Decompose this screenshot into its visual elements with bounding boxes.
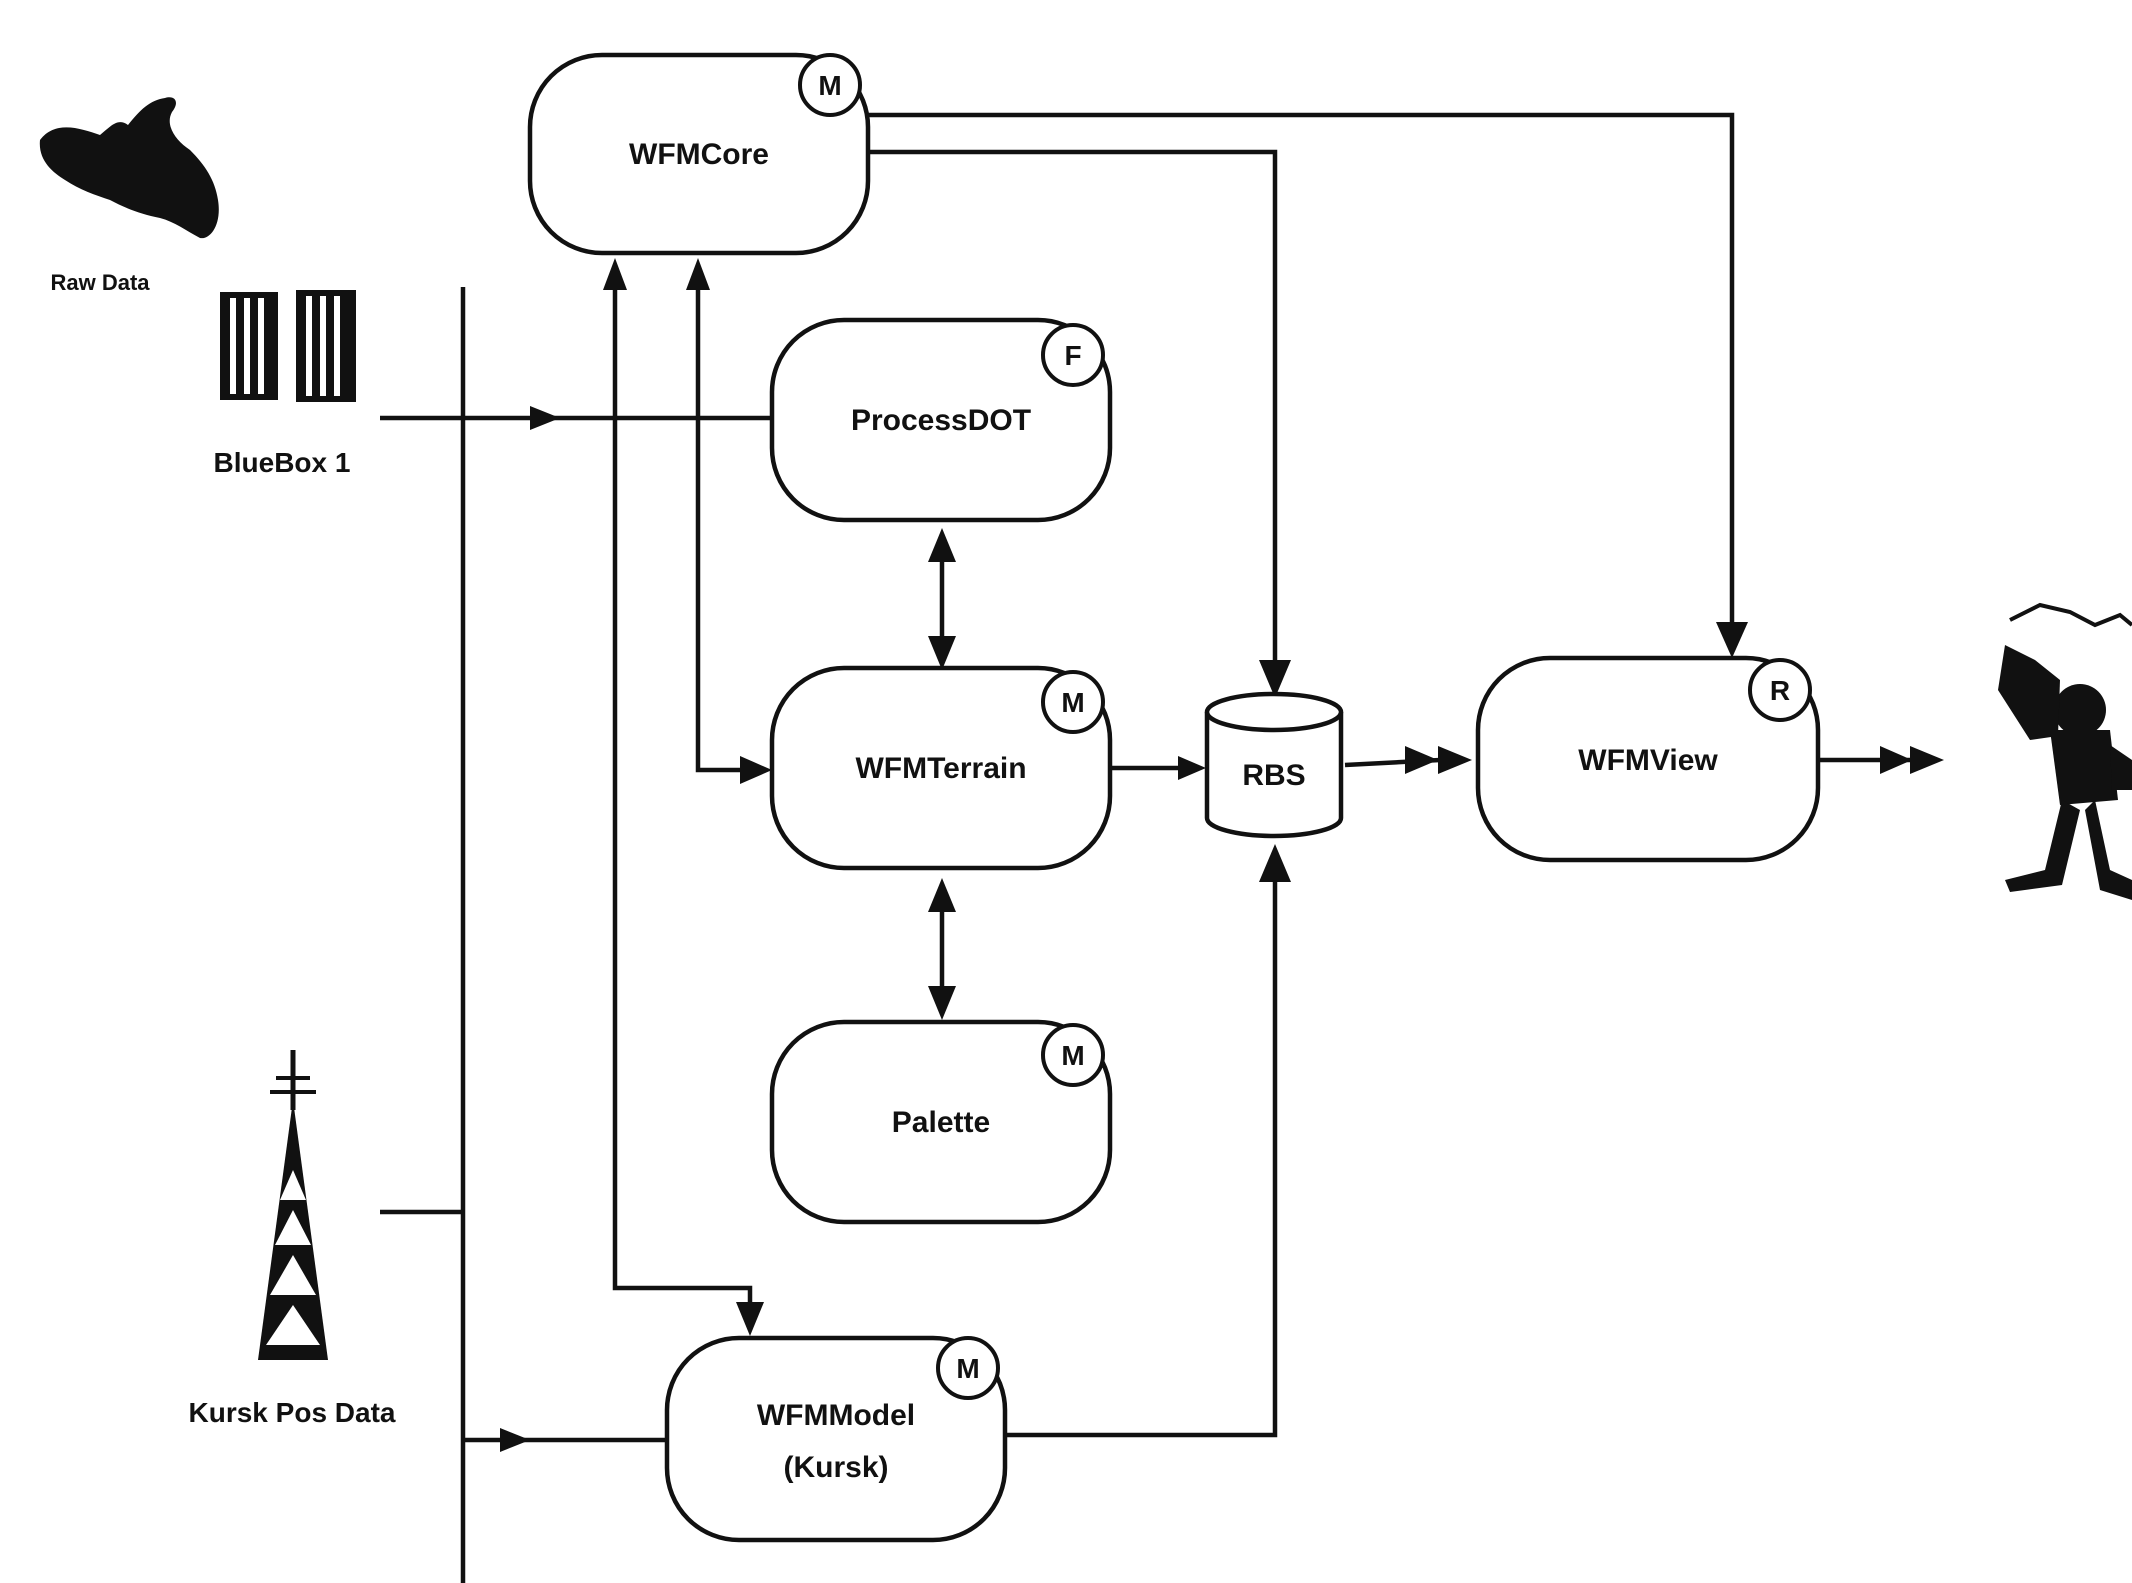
edge-wfmview-user-arrowhead-1 (1880, 746, 1912, 774)
user-figure-icon (1998, 605, 2132, 900)
node-palette-badge-label: M (1061, 1040, 1084, 1071)
edge-wfmcore-wfmterrain-arrowhead-right (740, 756, 772, 784)
radio-tower-icon (258, 1050, 328, 1360)
node-processdot-label: ProcessDOT (851, 404, 1031, 437)
node-rbs-label: RBS (1242, 759, 1305, 792)
node-wfmview: WFMView R (1478, 658, 1818, 860)
map-blob-icon (40, 97, 219, 238)
node-wfmterrain: WFMTerrain M (772, 668, 1110, 868)
node-processdot-badge-label: F (1064, 340, 1081, 371)
node-palette: Palette M (772, 1022, 1110, 1222)
edge-wfmterrain-rbs-arrowhead (1178, 756, 1206, 780)
edge-wfmcore-wfmterrain-arrowhead-up (686, 258, 710, 290)
edge-wfmview-user-arrowhead-2 (1910, 746, 1944, 774)
edge-wfmmodel-rbs-arrowhead (1259, 844, 1291, 882)
edge-wfmcore-wfmmodel-arrowhead-down (736, 1302, 764, 1336)
node-wfmterrain-label: WFMTerrain (855, 752, 1026, 785)
server-rack-icon (220, 290, 356, 402)
kursk-pos-source: Kursk Pos Data (189, 1050, 396, 1428)
node-wfmcore-label: WFMCore (629, 138, 769, 171)
edge-wfmcore-wfmmodel (615, 290, 750, 1305)
edge-bus-wfmmodel-arrowhead (500, 1428, 530, 1452)
bluebox-label: BlueBox 1 (214, 447, 351, 478)
node-wfmmodel-badge-label: M (956, 1353, 979, 1384)
edge-bluebox-arrowhead (530, 406, 560, 430)
edge-processdot-wfmterrain-arrowhead-up (928, 528, 956, 562)
node-rbs: RBS (1207, 694, 1341, 836)
node-palette-label: Palette (892, 1106, 990, 1139)
edge-rbs-wfmview-arrowhead-1 (1405, 746, 1438, 774)
edge-wfmterrain-palette-arrowhead-up (928, 878, 956, 912)
raw-data-source: Raw Data (40, 97, 219, 295)
node-wfmcore-badge-label: M (818, 70, 841, 101)
kursk-pos-data-label: Kursk Pos Data (189, 1397, 396, 1428)
edge-rbs-wfmview-arrowhead-2 (1438, 746, 1472, 774)
node-wfmcore: WFMCore M (530, 55, 868, 253)
edge-wfmcore-wfmview-arrowhead (1716, 622, 1748, 658)
node-wfmmodel-label-line1: WFMModel (757, 1399, 915, 1432)
bluebox-source: BlueBox 1 (214, 290, 356, 478)
edge-wfmcore-wfmterrain (698, 290, 740, 770)
edge-wfmterrain-palette-arrowhead-down (928, 986, 956, 1020)
node-processdot: ProcessDOT F (772, 320, 1110, 520)
node-wfmview-badge-label: R (1770, 675, 1790, 706)
rbs-cylinder-top (1207, 694, 1341, 730)
node-wfmmodel-label-line2: (Kursk) (783, 1451, 888, 1484)
node-wfmterrain-badge-label: M (1061, 687, 1084, 718)
node-wfmmodel: WFMModel (Kursk) M (667, 1338, 1005, 1540)
edge-wfmcore-wfmmodel-arrowhead-up (603, 258, 627, 290)
node-wfmview-label: WFMView (1578, 744, 1718, 777)
edge-processdot-wfmterrain-arrowhead-down (928, 636, 956, 670)
raw-data-label: Raw Data (50, 270, 150, 295)
